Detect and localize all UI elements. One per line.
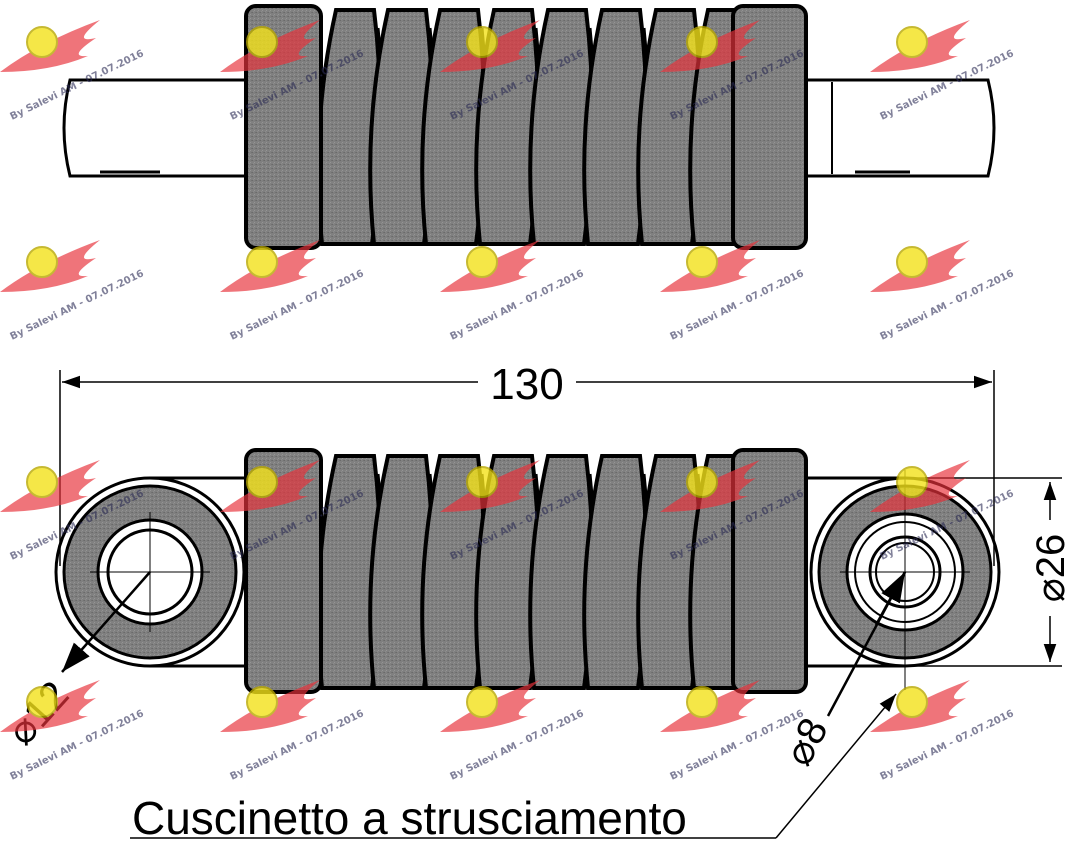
watermark-badge-icon: [246, 26, 278, 58]
watermark-stamp: By Salevi AM - 07.07.2016: [870, 240, 1016, 343]
watermark-badge-icon: [26, 686, 58, 718]
watermark-badge-icon: [466, 246, 498, 278]
top-left-rod: [62, 78, 250, 178]
watermark-stamp: By Salevi AM - 07.07.2016: [0, 240, 146, 343]
watermark-badge-icon: [246, 466, 278, 498]
diameter-symbol: ⌀: [1029, 578, 1072, 602]
svg-text:⌀26: ⌀26: [1029, 534, 1072, 603]
watermark-badge-icon: [246, 246, 278, 278]
bottom-view: [54, 448, 1001, 694]
watermark-badge-icon: [466, 686, 498, 718]
watermark-badge-icon: [686, 246, 718, 278]
top-view: [62, 4, 996, 250]
spring-coil: [528, 8, 595, 246]
dimension-outer-diameter: ⌀26: [912, 477, 1072, 667]
bearing-callout: Cuscinetto a strusciamento: [130, 693, 897, 844]
left-eye: [54, 476, 250, 668]
watermark-badge-icon: [896, 246, 928, 278]
watermark-stamp: By Salevi AM - 07.07.2016: [440, 240, 586, 343]
callout-label: Cuscinetto a strusciamento: [132, 792, 687, 844]
watermark-badge-icon: [26, 26, 58, 58]
watermark-badge-icon: [26, 246, 58, 278]
dim-130-label: 130: [490, 360, 563, 409]
watermark-stamp: By Salevi AM - 07.07.2016: [660, 680, 806, 783]
dimension-overall-length: 130: [59, 360, 995, 566]
dim-26-label: 26: [1029, 534, 1072, 579]
watermark-badge-icon: [246, 686, 278, 718]
watermark-badge-icon: [896, 26, 928, 58]
watermark-badge-icon: [686, 466, 718, 498]
watermark-badge-icon: [686, 686, 718, 718]
bottom-right-cap: [731, 448, 808, 694]
watermark-stamp: By Salevi AM - 07.07.2016: [440, 680, 586, 783]
bottom-left-cap: [244, 448, 323, 694]
watermark-badge-icon: [896, 686, 928, 718]
watermark-badge-icon: [466, 26, 498, 58]
watermark-stamp: By Salevi AM - 07.07.2016: [870, 680, 1016, 783]
watermark-badge-icon: [26, 466, 58, 498]
watermark-stamp: By Salevi AM - 07.07.2016: [660, 240, 806, 343]
spring-coil: [582, 8, 649, 246]
top-right-cap: [731, 4, 808, 250]
watermark-stamp: By Salevi AM - 07.07.2016: [220, 680, 366, 783]
watermark-badge-icon: [686, 26, 718, 58]
watermark-badge-icon: [466, 466, 498, 498]
spring-coil: [528, 454, 595, 690]
top-right-rod: [803, 78, 996, 178]
watermark-badge-icon: [896, 466, 928, 498]
spring-coil: [582, 454, 649, 690]
watermark-stamp: By Salevi AM - 07.07.2016: [220, 240, 366, 343]
